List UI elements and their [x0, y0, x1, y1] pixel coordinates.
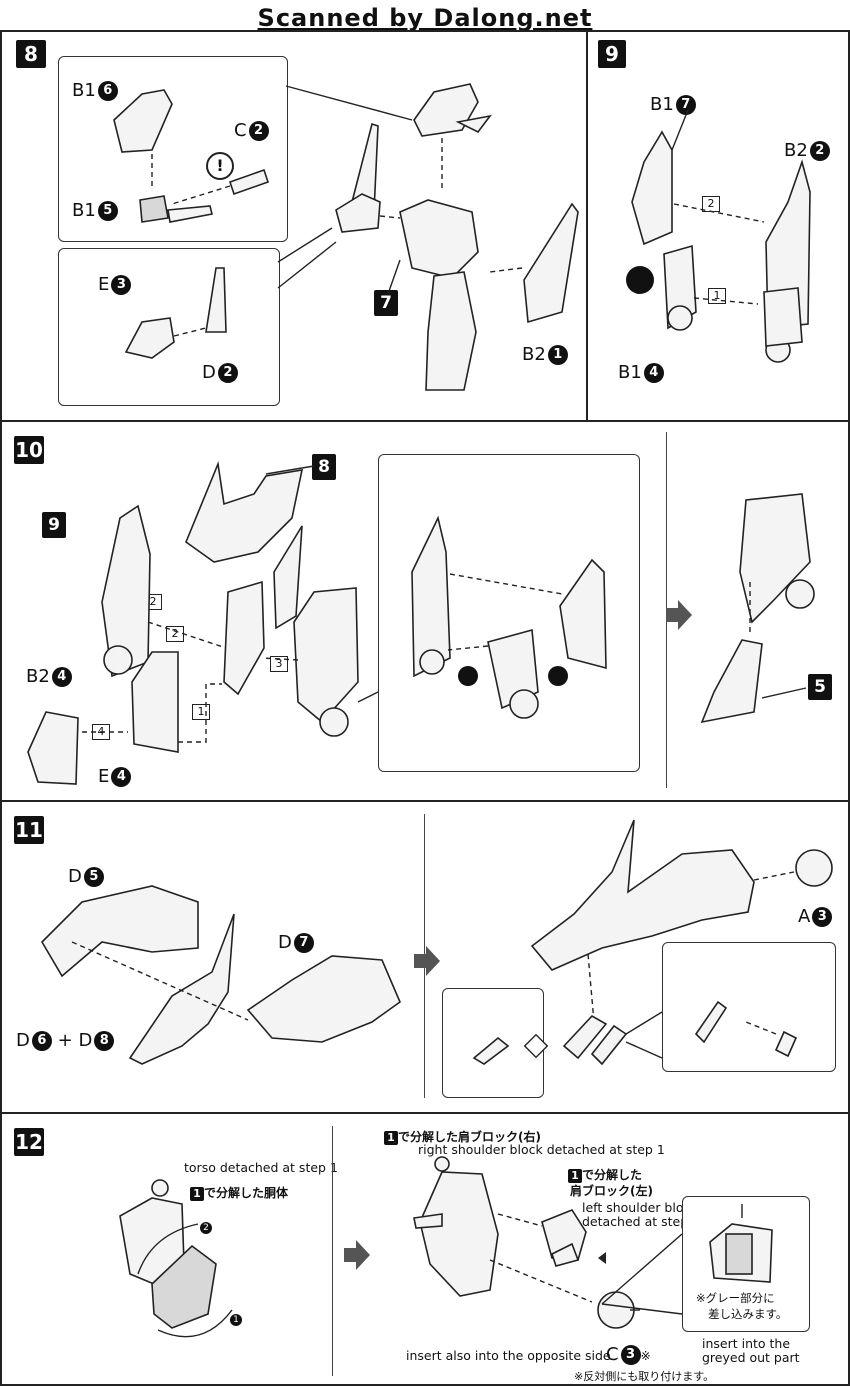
next-arrow-icon: [666, 600, 692, 630]
grey-caption-jp-b: 差し込みます。: [708, 1307, 788, 1321]
opposite-side-caption-en: insert also into the opposite side: [406, 1348, 611, 1363]
left-shoulder-caption-jp-b: 肩ブロック(左): [570, 1184, 653, 1198]
ref-5: 5: [808, 674, 832, 700]
grey-caption-en-b: greyed out part: [702, 1350, 800, 1365]
step-11-drawing: [40, 819, 833, 1066]
next-arrow-icon: [344, 1240, 370, 1270]
step-9-drawing: [626, 109, 811, 363]
rotation-step-1: 1: [230, 1314, 242, 1326]
order-3: 3: [270, 656, 288, 672]
ref-9: 9: [42, 512, 66, 538]
ref-8: 8: [312, 454, 336, 480]
step-11-inset-c11: [662, 942, 836, 1072]
step-11-panel: 11 D5 D7 D6 + D8 A3 C10 C11 C8: [0, 800, 850, 1114]
left-shoulder-caption-en-a: left shoulder block: [582, 1200, 698, 1215]
vertical-divider-12: [332, 1126, 333, 1376]
part-c-2: [228, 168, 270, 196]
part-b1-6: [113, 89, 173, 153]
step-12-drawing: [119, 1156, 773, 1338]
rotation-step-2: 2: [200, 1222, 212, 1234]
step-8-number: 8: [16, 40, 46, 68]
next-arrow-icon: [414, 946, 440, 976]
step-11-number: 11: [14, 816, 44, 844]
step-8-ref-7: 7: [374, 290, 398, 316]
step-8-drawing: [113, 83, 579, 391]
caution-icon: !: [206, 152, 234, 180]
step-10-drawing: [27, 461, 815, 785]
left-shoulder-caption-en-b: detached at step 1: [582, 1214, 701, 1229]
opposite-side-caption-jp: ※反対側にも取り付けます。: [574, 1370, 715, 1383]
step-12-number: 12: [14, 1128, 44, 1156]
grey-caption-en-a: insert into the: [702, 1336, 791, 1351]
part-e-3: [124, 317, 175, 359]
part-d-2: [205, 267, 227, 333]
right-shoulder-caption-en: right shoulder block detached at step 1: [418, 1142, 665, 1157]
step-8-inset-bottom: [58, 248, 280, 406]
torso-caption-en: torso detached at step 1: [184, 1160, 338, 1175]
part-b1-5: [139, 195, 169, 223]
grey-part-inset: [682, 1196, 810, 1332]
grey-caption-jp-a: ※グレー部分に: [696, 1291, 775, 1305]
step-10-number: 10: [14, 436, 44, 464]
scan-header: Scanned by Dalong.net: [257, 4, 593, 32]
step-9-number: 9: [598, 40, 626, 68]
step-10-panel: 10 9 8 5 B24 E4 B23 B18 B13 2 2 3 4 1 2 …: [0, 420, 850, 802]
